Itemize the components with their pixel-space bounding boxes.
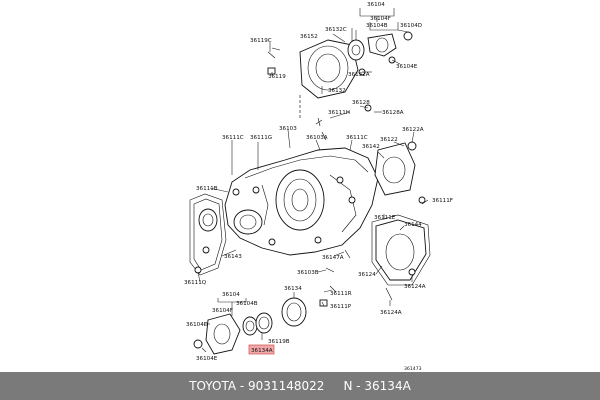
label-36128[interactable]: 36128 [352, 100, 370, 106]
label-36134A[interactable]: 36134A [251, 348, 273, 354]
label-36104-bottom[interactable]: 36104 [222, 292, 240, 298]
label-36152[interactable]: 36152 [300, 34, 318, 40]
right-cover [371, 141, 431, 301]
label-36104E-bottom[interactable]: 36104E [196, 356, 218, 362]
label-36132A[interactable]: 36132A [348, 72, 370, 78]
output-flange [193, 297, 307, 355]
label-36104F[interactable]: 36104F [370, 16, 391, 22]
leader-lines [197, 8, 429, 353]
part-info-bar: TOYOTA - 9031148022 N - 36134A [0, 372, 600, 400]
label-36104D-top[interactable]: 36104D [400, 23, 422, 29]
label-36104B-top[interactable]: 36104B [366, 23, 388, 29]
label-36103A[interactable]: 36103A [306, 135, 328, 141]
label-36103[interactable]: 36103 [279, 126, 297, 132]
separator: N - [324, 379, 365, 393]
part-number: 9031148022 [248, 379, 325, 393]
label-36111Q[interactable]: 36111Q [184, 280, 207, 286]
rear-cover-assembly [267, 31, 413, 118]
bottom-bolts [319, 249, 351, 307]
label-36134[interactable]: 36134 [284, 286, 302, 292]
label-36128A[interactable]: 36128A [382, 110, 404, 116]
label-36104F-bottom[interactable]: 36104F [212, 308, 233, 314]
label-36119C[interactable]: 36119C [250, 38, 272, 44]
label-36132[interactable]: 36132 [328, 88, 346, 94]
label-36111P[interactable]: 36111P [330, 304, 352, 310]
label-36111B[interactable]: 36111B [196, 186, 218, 192]
label-diagram-code: 361473 [404, 366, 422, 372]
label-36122[interactable]: 36122 [380, 137, 398, 143]
label-36147A[interactable]: 36147A [322, 255, 344, 261]
parts-diagram: 36104 36104F 36132C 36104B 36104D 36119C… [184, 2, 453, 372]
transfer-case-housing [224, 104, 379, 256]
label-36103B[interactable]: 36103B [297, 270, 319, 276]
label-36124[interactable]: 36124 [358, 272, 376, 278]
label-36111G[interactable]: 36111G [250, 135, 272, 141]
label-36111H[interactable]: 36111H [328, 110, 350, 116]
label-36142[interactable]: 36142 [362, 144, 380, 150]
label-36124A[interactable]: 36124A [404, 284, 426, 290]
left-gasket [189, 193, 227, 276]
separator: - [236, 379, 249, 393]
label-36144[interactable]: 36144 [404, 222, 422, 228]
label-36104E-top[interactable]: 36104E [396, 64, 418, 70]
label-36104D-bottom[interactable]: 36104D [186, 322, 208, 328]
label-36132C[interactable]: 36132C [325, 27, 347, 33]
brand-name: TOYOTA [189, 379, 237, 393]
reference-code: 36134A [364, 379, 411, 393]
label-36119[interactable]: 36119 [268, 74, 286, 80]
part-labels: 36104 36104F 36132C 36104B 36104D 36119C… [184, 2, 453, 372]
label-36111R[interactable]: 36111R [330, 291, 352, 297]
label-36143[interactable]: 36143 [224, 254, 242, 260]
label-36104[interactable]: 36104 [367, 2, 385, 8]
label-36119B[interactable]: 36119B [268, 339, 290, 345]
selected-part-highlight [248, 344, 275, 355]
label-36111F[interactable]: 36111F [432, 198, 453, 204]
label-36111C-left[interactable]: 36111C [222, 135, 244, 141]
label-36104B-bottom[interactable]: 36104B [236, 301, 258, 307]
label-36111E[interactable]: 36111E [374, 215, 396, 221]
label-36111C-right[interactable]: 36111C [346, 135, 368, 141]
label-36122A[interactable]: 36122A [402, 127, 424, 133]
label-36124A-bottom[interactable]: 36124A [380, 310, 402, 316]
